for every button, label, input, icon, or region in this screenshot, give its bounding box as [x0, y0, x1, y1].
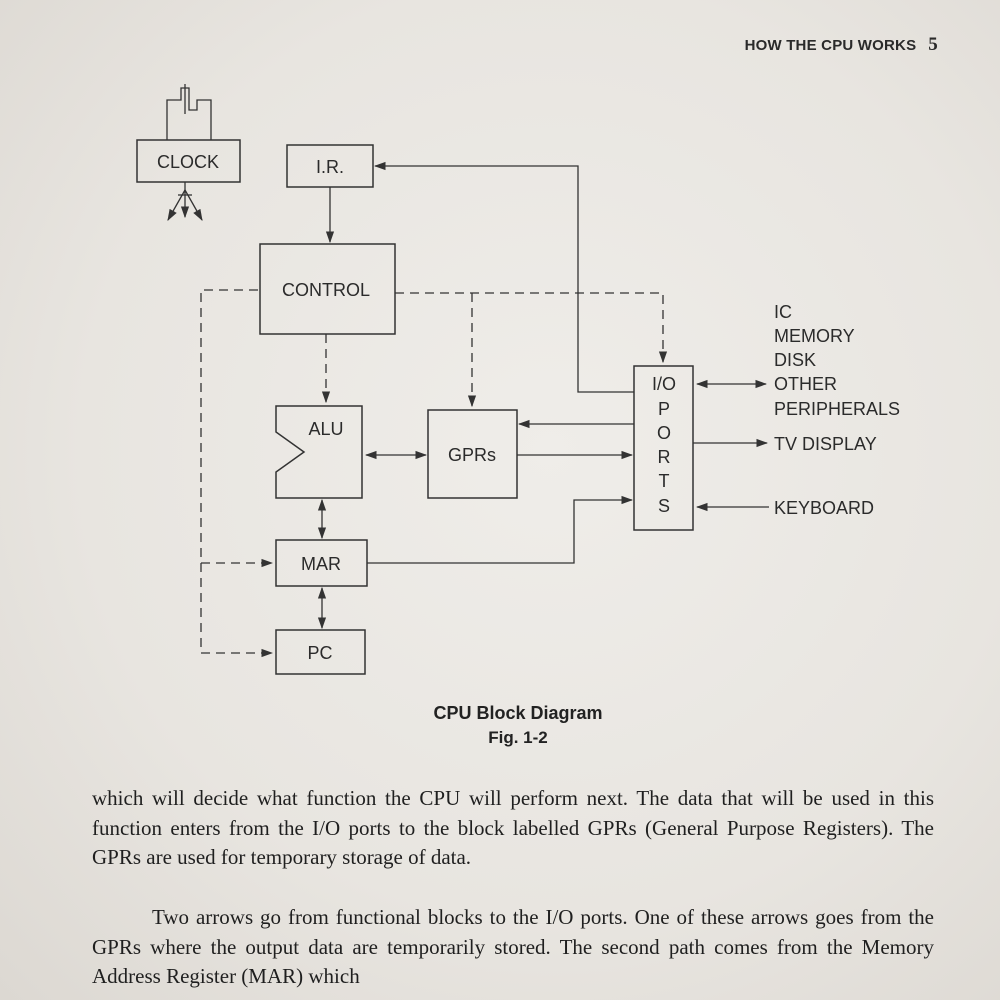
- external-connections: [693, 379, 769, 512]
- svg-text:I/O: I/O: [652, 374, 676, 394]
- peripherals-label: PERIPHERALS: [774, 399, 900, 419]
- svg-text:S: S: [658, 496, 670, 516]
- header-title: HOW THE CPU WORKS: [744, 37, 917, 54]
- svg-text:R: R: [658, 447, 671, 467]
- solid-connections: [317, 161, 634, 630]
- svg-text:P: P: [658, 399, 670, 419]
- pc-label: PC: [307, 643, 332, 663]
- clock-block: [136, 139, 241, 183]
- memory-label: MEMORY: [774, 326, 855, 346]
- gprs-label: GPRs: [448, 445, 496, 465]
- running-header: HOW THE CPU WORKS 5: [745, 34, 938, 56]
- ic-label: IC: [774, 302, 792, 322]
- gprs-block: [427, 409, 518, 499]
- alu-label: ALU: [308, 419, 343, 439]
- body-paragraph-1: which will decide what function the CPU …: [92, 786, 934, 870]
- figure-caption-title: CPU Block Diagram: [433, 703, 603, 723]
- external-device-labels: IC MEMORY DISK OTHER PERIPHERALS TV DISP…: [774, 302, 900, 518]
- svg-text:T: T: [659, 471, 670, 491]
- body-paragraph-2: Two arrows go from functional blocks to …: [92, 905, 934, 989]
- cpu-block-diagram: CLOCK I.R. CONTROL ALU GPRs MAR PC I/O P…: [136, 84, 900, 675]
- other-label: OTHER: [774, 374, 837, 394]
- pc-block: [275, 629, 366, 675]
- keyboard-label: KEYBOARD: [774, 498, 874, 518]
- alu-block: [275, 405, 363, 499]
- control-block: [259, 243, 396, 335]
- mar-label: MAR: [301, 554, 341, 574]
- page-number: 5: [928, 34, 938, 55]
- control-label: CONTROL: [282, 280, 370, 300]
- ir-label: I.R.: [316, 157, 344, 177]
- figure-number: Fig. 1-2: [488, 728, 548, 747]
- disk-label: DISK: [774, 350, 816, 370]
- clock-label: CLOCK: [157, 152, 219, 172]
- dashed-control-lines: [200, 289, 668, 658]
- svg-text:O: O: [657, 423, 671, 443]
- tv-display-label: TV DISPLAY: [774, 434, 877, 454]
- clock-output-arrows-icon: [167, 182, 203, 222]
- io-ports-label: I/O P O R T S: [652, 374, 676, 516]
- io-ports-block: [633, 365, 694, 531]
